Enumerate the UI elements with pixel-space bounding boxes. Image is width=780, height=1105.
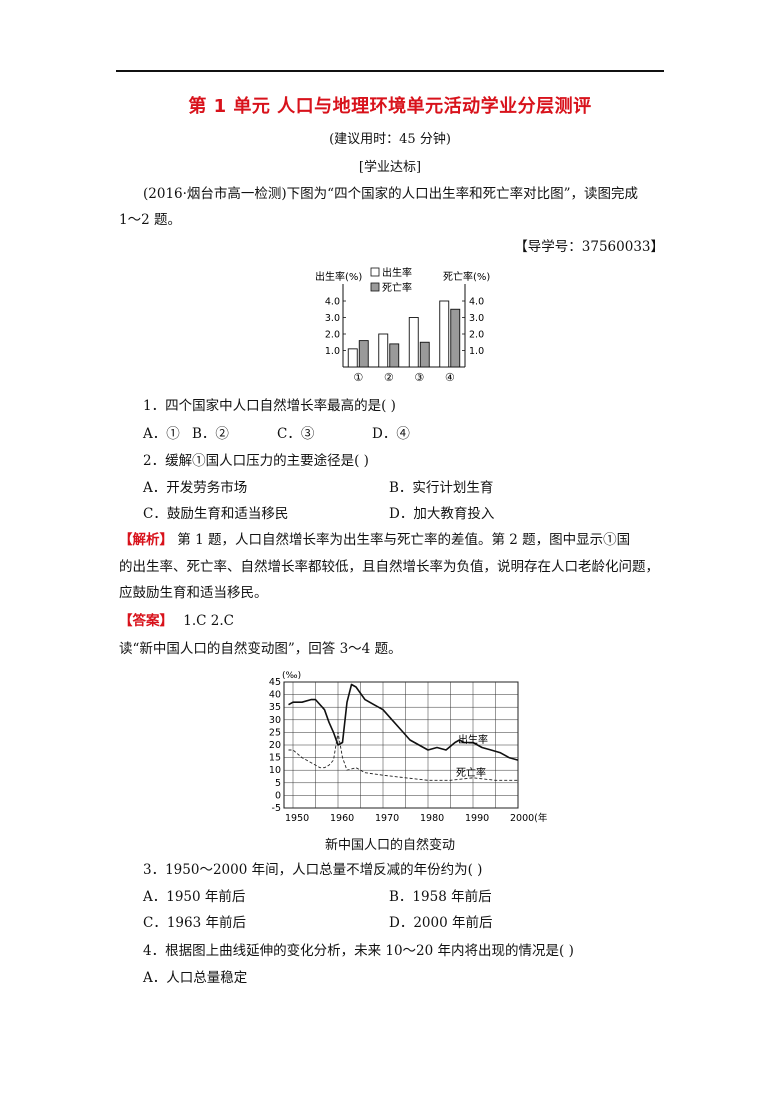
time-note: (建议用时：45 分钟) xyxy=(329,132,451,147)
question-3: 3．1950～2000 年间，人口总量不增反减的年份约为( ) xyxy=(143,862,483,878)
y-tick-label: 40 xyxy=(269,690,281,701)
y-tick-label: 20 xyxy=(269,740,281,751)
bar-death-4 xyxy=(450,308,461,368)
y-tick-label: 30 xyxy=(269,715,281,726)
legend-death-swatch xyxy=(370,282,380,292)
left-tick-label: 3.0 xyxy=(325,313,340,324)
bar-birth-1 xyxy=(347,348,358,368)
bar-chart-birth-death: 出生率(%) 死亡率(%) 出生率 死亡率 4.0 4.0 3.0 3.0 2.0 2.0… xyxy=(315,266,490,384)
right-axis-label: 死亡率(%) xyxy=(443,270,490,283)
left-tick-label: 2.0 xyxy=(325,330,340,341)
q2-option-b: B．实行计划生育 xyxy=(389,480,494,496)
answer-tag: 【答案】 xyxy=(119,613,173,629)
answer-line: 【答案】 1.C 2.C xyxy=(119,612,234,630)
guide-number: 【导学号：37560033】 xyxy=(514,239,664,255)
question-1: 1．四个国家中人口自然增长率最高的是( ) xyxy=(143,398,396,414)
q3-option-c: C．1963 年前后 xyxy=(143,915,246,931)
x-tick-label: 1970 xyxy=(375,813,399,824)
y-tick-label: 15 xyxy=(269,753,281,764)
answer-text: 1.C 2.C xyxy=(183,613,235,629)
bar-birth-3 xyxy=(408,317,419,368)
category-label-4: ④ xyxy=(445,371,455,384)
q1-option-c: C．③ xyxy=(277,426,315,442)
q1-option-d: D．④ xyxy=(372,426,410,442)
q2-option-c: C．鼓励生育和适当移民 xyxy=(143,506,289,522)
birth-rate-line xyxy=(288,683,519,761)
chart2-caption: 新中国人口的自然变动 xyxy=(324,838,455,853)
right-tick-label: 1.0 xyxy=(469,346,484,357)
legend-birth-label: 出生率 xyxy=(382,266,412,279)
death-rate-label: 死亡率 xyxy=(456,766,486,779)
q3-option-d: D．2000 年前后 xyxy=(389,915,493,931)
right-tick-label: 2.0 xyxy=(469,330,484,341)
y-tick-label: 45 xyxy=(269,677,281,688)
q1-option-a: A．① xyxy=(143,426,180,442)
top-rule xyxy=(116,70,664,72)
q3-option-a: A．1950 年前后 xyxy=(143,889,246,905)
category-label-1: ① xyxy=(353,371,363,384)
x-tick-label: 1950 xyxy=(285,813,309,824)
q2-option-d: D．加大教育投入 xyxy=(389,506,495,522)
q2-option-a: A．开发劳务市场 xyxy=(143,480,248,496)
x-tick-label: 1990 xyxy=(465,813,489,824)
category-label-2: ② xyxy=(384,371,394,384)
x-tick-label: 1960 xyxy=(330,813,354,824)
y-axis-unit: (‰) xyxy=(282,671,301,681)
section-heading: [学业达标] xyxy=(358,160,422,175)
analysis-line-1: 【解析】 第 1 题，人口自然增长率为出生率与死亡率的差值。第 2 题，图中显示… xyxy=(119,531,630,549)
y-tick-label: 10 xyxy=(269,765,281,776)
left-axis-label: 出生率(%) xyxy=(315,270,362,283)
bar-birth-4 xyxy=(439,300,450,368)
x-tick-label: 1980 xyxy=(420,813,444,824)
intro-line-2: 1～2 题。 xyxy=(119,212,181,228)
read-instruction: 读“新中国人口的自然变动图”，回答 3～4 题。 xyxy=(119,641,402,657)
q3-option-b: B．1958 年前后 xyxy=(389,889,492,905)
q4-option-a: A．人口总量稳定 xyxy=(143,970,248,986)
analysis-tag: 【解析】 xyxy=(119,532,173,548)
left-tick-label: 4.0 xyxy=(325,297,340,308)
q1-option-b: B．② xyxy=(192,426,229,442)
y-tick-label: 25 xyxy=(269,727,281,738)
legend-birth-swatch xyxy=(370,267,380,277)
page-title: 第 1 单元 人口与地理环境单元活动学业分层测评 xyxy=(188,96,592,117)
right-tick-label: 4.0 xyxy=(469,297,484,308)
legend-death-label: 死亡率 xyxy=(382,281,412,294)
bar-death-2 xyxy=(389,343,400,368)
intro-line-1: (2016·烟台市高一检测)下图为“四个国家的人口出生率和死亡率对比图”，读图完… xyxy=(143,186,638,202)
left-tick-label: 1.0 xyxy=(325,346,340,357)
y-tick-label: 5 xyxy=(275,778,281,789)
bar-birth-2 xyxy=(378,333,389,368)
y-tick-label: 0 xyxy=(275,790,281,801)
question-4: 4．根据图上曲线延伸的变化分析，未来 10～20 年内将出现的情况是( ) xyxy=(143,943,574,959)
category-label-3: ③ xyxy=(414,371,424,384)
y-tick-label: 35 xyxy=(269,702,281,713)
bar-death-3 xyxy=(419,341,430,368)
analysis-line-3: 应鼓励生育和适当移民。 xyxy=(119,585,268,601)
analysis-line-2: 的出生率、死亡率、自然增长率都较低，且自然增长率为负值，说明存在人口老龄化问题， xyxy=(119,559,659,575)
right-tick-label: 3.0 xyxy=(469,313,484,324)
question-2: 2．缓解①国人口压力的主要途径是( ) xyxy=(143,453,369,469)
x-tick-label: 2000(年) xyxy=(510,812,548,824)
y-tick-label: -5 xyxy=(272,803,281,814)
bar-death-1 xyxy=(358,340,369,368)
death-rate-line xyxy=(288,732,518,781)
birth-rate-label: 出生率 xyxy=(458,733,488,746)
analysis-text-1: 第 1 题，人口自然增长率为出生率与死亡率的差值。第 2 题，图中显示①国 xyxy=(177,532,631,548)
